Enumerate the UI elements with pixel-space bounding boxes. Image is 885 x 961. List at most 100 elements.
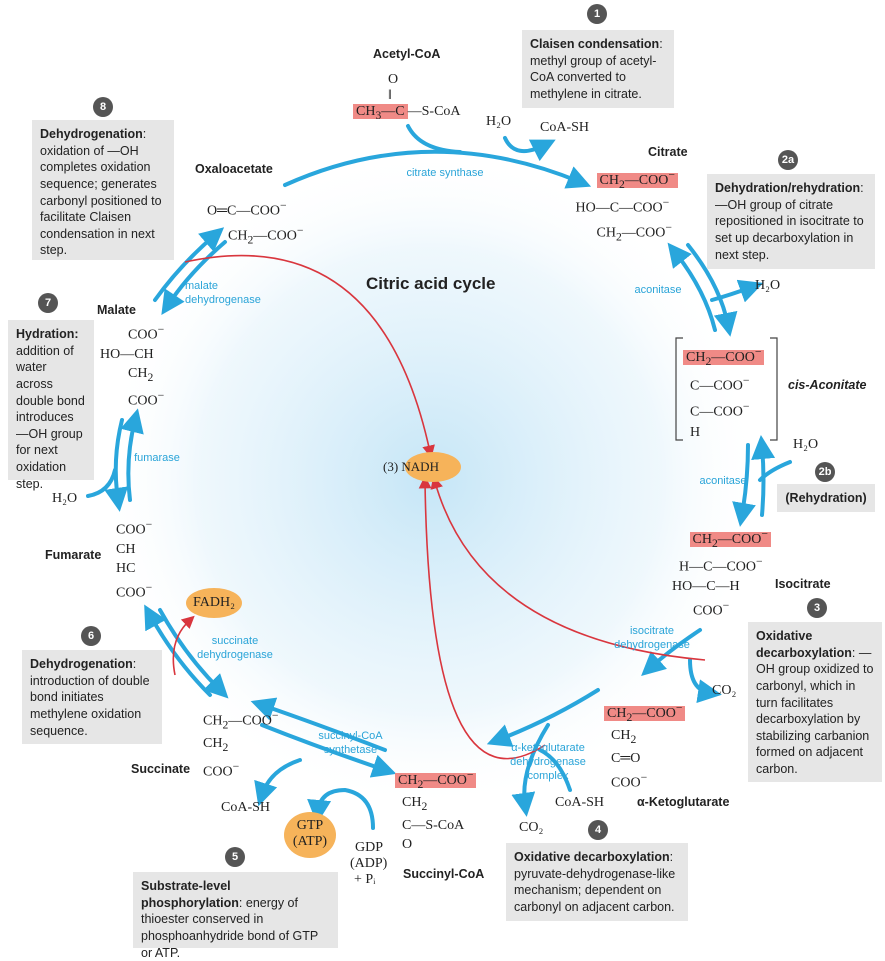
structure-akg: CH2—COO− CH2 C═O COO− [604, 698, 686, 793]
nadh-label: (3) NADH [383, 459, 439, 474]
step-5-box: Substrate-level phosphorylation: energy … [133, 872, 338, 960]
gtp-oval: GTP(ATP) [284, 812, 336, 858]
step-2a-box: Dehydration/rehydration: —OH group of ci… [707, 174, 875, 269]
step-3-text: : —OH group oxidized to carbonyl, which … [756, 645, 874, 776]
step-8-text: : oxidation of —OH completes oxidation s… [40, 127, 162, 258]
label-isocitrate: Isocitrate [775, 577, 831, 591]
structure-acetyl-coa: O ‖ CH3—C—S-CoA [353, 72, 461, 124]
atp-label: (ATP) [292, 834, 328, 849]
step-8-title: Dehydrogenation [40, 127, 143, 141]
step-2a-title: Dehydration/rehydration [715, 181, 861, 195]
structure-cis-aconitate: CH2—COO− C—COO− C—COO− H [683, 342, 765, 443]
step-7-box: Hydration: addition of water across doub… [8, 320, 94, 491]
enzyme-succinyl-coa-synthetase: succinyl-CoA synthetase [318, 730, 383, 756]
label-succinate: Succinate [131, 762, 191, 776]
enzyme-succinate-dehydrogenase: succinate dehydrogenase [197, 635, 273, 661]
coash-citrate-synthase: CoA-SH [540, 120, 590, 135]
fadh2-label: FADH₂ [193, 595, 235, 610]
arrow-aconitase-2b [751, 435, 776, 517]
step-3-box: Oxidative decarboxylation: —OH group oxi… [748, 622, 882, 782]
step-1-number: 1 [587, 4, 607, 24]
label-acetyl-coa: Acetyl-CoA [373, 47, 441, 61]
arrow-idh [641, 628, 702, 677]
step-3-number: 3 [807, 598, 827, 618]
arrow-scs-2 [260, 723, 397, 778]
gtp-label: GTP [296, 818, 324, 833]
pi-label: + Pᵢ [354, 872, 376, 887]
structure-fumarate: COO− CH HC COO− [116, 518, 153, 601]
arrow-fumarase-1 [104, 418, 129, 512]
label-malate: Malate [97, 303, 136, 317]
structure-succinyl-coa: CH2—COO− CH2 C—S-CoA O [395, 765, 477, 854]
arrow-mdh-2 [161, 240, 227, 315]
label-citrate: Citrate [648, 145, 688, 159]
enzyme-citrate-synthase: citrate synthase [406, 167, 484, 179]
arrow-coa-input [406, 124, 462, 154]
label-akg: α-Ketoglutarate [637, 795, 730, 809]
coash-scs: CoA-SH [221, 800, 271, 815]
arrow-sdh-1 [144, 604, 212, 697]
arrow-scs-1 [250, 697, 387, 752]
arrow-scs-coash [254, 758, 302, 807]
step-4-text: : pyruvate-dehydrogenase-like mechanism;… [514, 850, 676, 914]
enzyme-aconitase-1: aconitase [634, 284, 682, 296]
arrow-rehydration-h2o [758, 460, 792, 482]
arrow-citrate-synthase [283, 149, 592, 189]
step-6-number: 6 [81, 626, 101, 646]
step-5-text: : energy of thioester conserved in phosp… [141, 895, 318, 960]
step-2a-number: 2a [778, 150, 798, 170]
structure-citrate: CH2—COO− HO—C—COO− CH2—COO− [565, 165, 678, 247]
step-1-title: Claisen condensation [530, 37, 660, 51]
arrow-fumarase-h2o [86, 468, 117, 498]
step-2b-title: (Rehydration) [785, 491, 867, 505]
gdp-label: GDP [355, 840, 384, 855]
red-arrow-sdh-fadh2 [172, 615, 195, 676]
enzyme-malate-dehydrogenase: malate dehydrogenase [185, 280, 261, 306]
step-8-number: 8 [93, 97, 113, 117]
nadh-oval [405, 452, 461, 482]
enzyme-isocitrate-dehydrogenase: isocitrate dehydrogenase [614, 625, 690, 651]
step-4-number: 4 [588, 820, 608, 840]
bracket-right [770, 337, 778, 441]
step-6-text: : introduction of double bond initiates … [30, 657, 150, 738]
h2o-citrate-synthase: H₂O [486, 114, 512, 129]
structure-isocitrate: CH2—COO− H—C—COO− HO—C—H COO− [672, 524, 771, 621]
label-cis-aconitate: cis-Aconitate [788, 378, 867, 392]
arrow-idh-co2 [688, 658, 722, 704]
label-succinyl-coa: Succinyl-CoA [403, 867, 485, 881]
step-5-title: Substrate-level phosphorylation [141, 879, 239, 910]
step-2a-text: : —OH group of citrate repositioned in i… [715, 181, 864, 262]
adp-label: (ADP) [350, 856, 388, 871]
step-6-title: Dehydrogenation [30, 657, 133, 671]
enzyme-akg-dehydrogenase: α-ketoglutarate dehydrogenase complex [510, 742, 586, 782]
arrow-sdh-2 [158, 608, 229, 699]
co2-isocitrate: CO₂ [712, 683, 737, 698]
h2o-aconitase-out: H₂O [755, 278, 781, 293]
structure-succinate: CH2—COO− CH2 COO− [203, 709, 279, 780]
structure-malate: COO− HO—CH CH2 COO− [100, 323, 165, 410]
arrow-aconitase-h2o [710, 279, 764, 303]
arrow-mdh-1 [153, 227, 225, 302]
red-arrow-akgdh-nadh [418, 475, 546, 760]
arrow-akgdh-co2 [511, 723, 550, 817]
step-8-box: Dehydrogenation: oxidation of —OH comple… [32, 120, 174, 260]
step-4-box: Oxidative decarboxylation: pyruvate-dehy… [506, 843, 688, 921]
step-6-box: Dehydrogenation: introduction of double … [22, 650, 162, 744]
bracket-left [675, 337, 683, 441]
step-7-number: 7 [38, 293, 58, 313]
step-7-text: addition of water across double bond int… [16, 343, 85, 491]
diagram-title: Citric acid cycle [366, 274, 496, 293]
step-3-title: Oxidative decarboxylation [756, 629, 852, 660]
arrow-fumarase-2 [120, 408, 144, 502]
arrow-scs-gtp [307, 787, 375, 830]
step-5-number: 5 [225, 847, 245, 867]
fadh2-oval: FADH₂ [186, 588, 242, 618]
step-2b-number: 2b [815, 462, 835, 482]
co2-akg: CO₂ [519, 820, 544, 835]
step-7-title: Hydration: [16, 327, 79, 341]
label-oxaloacetate: Oxaloacetate [195, 162, 273, 176]
h2o-fumarase: H₂O [52, 491, 78, 506]
step-4-title: Oxidative decarboxylation [514, 850, 670, 864]
step-1-box: Claisen condensation: methyl group of ac… [522, 30, 674, 108]
arrow-aconitase-1a [686, 243, 738, 337]
